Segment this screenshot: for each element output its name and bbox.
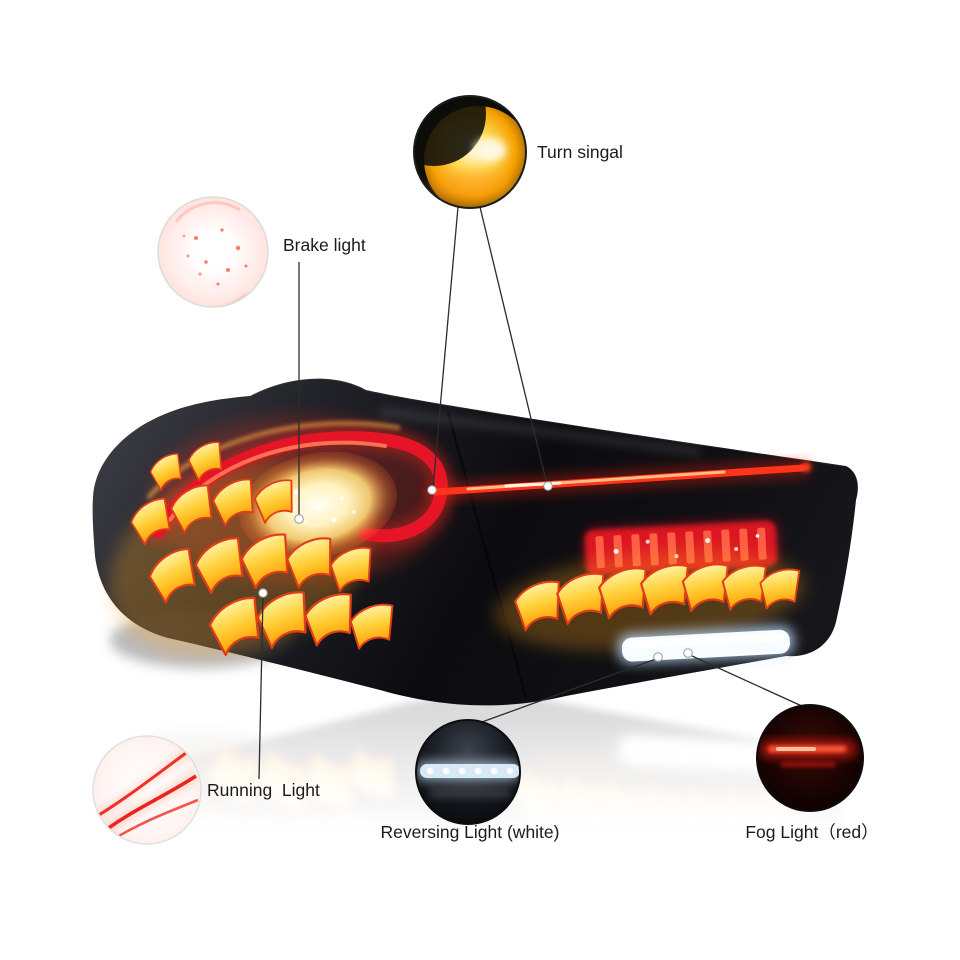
- callout-dot-turn-right: [543, 481, 553, 491]
- callout-line-turn-right: [479, 206, 548, 486]
- callout-dot-turn-left: [427, 485, 437, 495]
- turn-signal-closeup: [413, 95, 527, 209]
- product-photo: [92, 377, 858, 706]
- brake-light-tube: [151, 431, 448, 543]
- brake-light-closeup: [157, 196, 269, 308]
- annotation-labels: Turn singal Brake light Running Light Re…: [207, 142, 879, 842]
- sparkle-texture: [182, 228, 248, 286]
- trunk-taillight: [427, 459, 811, 664]
- panel-seam: [446, 411, 528, 699]
- callout-dot-reversing: [653, 652, 663, 662]
- reverse-led-dots: [426, 767, 514, 775]
- fog-light-label: Fog Light（red）: [745, 822, 878, 842]
- callout-line-fog: [691, 655, 805, 708]
- callout-line-running: [258, 595, 264, 780]
- turn-signal-label: Turn singal: [537, 142, 623, 162]
- left-taillight: [109, 415, 454, 657]
- reversing-light-closeup: [415, 719, 521, 825]
- callout-dot-running: [258, 588, 268, 598]
- brake-light-label: Brake light: [283, 235, 366, 255]
- reversing-light-label: Reversing Light (white): [381, 822, 560, 842]
- callout-lines: [258, 206, 805, 780]
- callout-dot-brake: [294, 514, 304, 524]
- running-light-closeup: [92, 735, 202, 845]
- callout-dot-fog: [683, 648, 693, 658]
- callout-line-reversing: [481, 658, 657, 723]
- callout-line-turn-left: [432, 206, 459, 489]
- running-light-label: Running Light: [207, 780, 320, 800]
- led-sparkles: [293, 489, 356, 524]
- fog-light-closeup: [756, 704, 864, 812]
- callout-dots: [258, 481, 693, 662]
